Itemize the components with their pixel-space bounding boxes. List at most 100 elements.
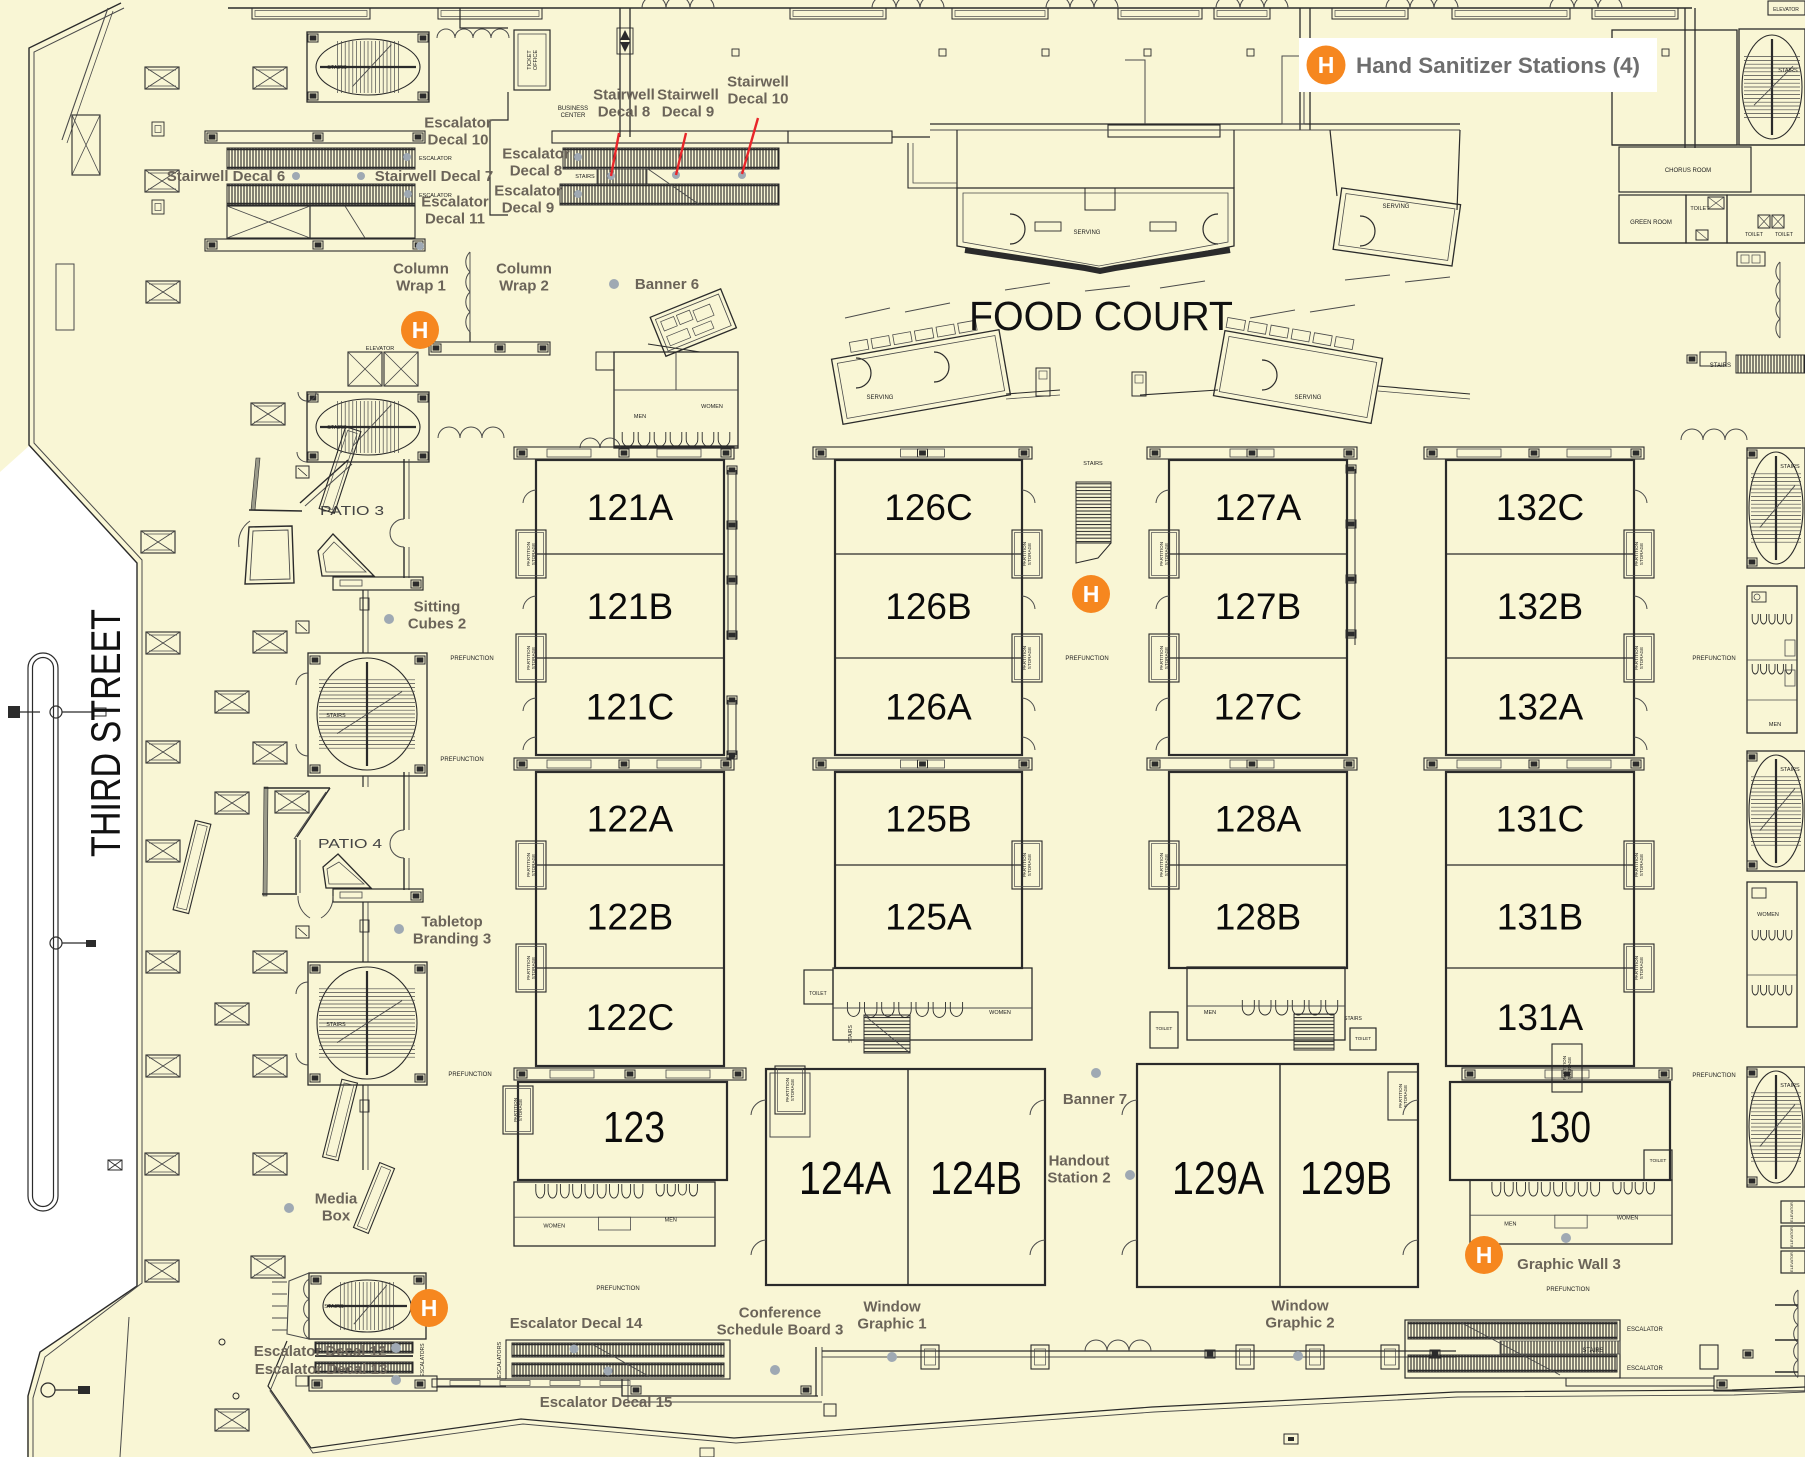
svg-text:ELEVATOR: ELEVATOR xyxy=(1790,1227,1794,1247)
svg-text:STAIRS: STAIRS xyxy=(1780,767,1800,773)
svg-text:WOMEN: WOMEN xyxy=(1757,912,1779,918)
svg-text:PARTITIONSTORAGE: PARTITIONSTORAGE xyxy=(1159,542,1169,566)
svg-text:STAIRS: STAIRS xyxy=(327,425,347,431)
svg-text:Decal 10: Decal 10 xyxy=(728,90,789,107)
svg-text:128B: 128B xyxy=(1215,897,1301,938)
svg-text:122B: 122B xyxy=(587,897,673,938)
svg-text:Stairwell: Stairwell xyxy=(593,86,655,103)
svg-text:PREFUNCTION: PREFUNCTION xyxy=(450,656,493,662)
svg-text:123: 123 xyxy=(603,1103,665,1152)
svg-text:PARTITIONSTORAGE: PARTITIONSTORAGE xyxy=(1022,853,1032,877)
svg-text:124B: 124B xyxy=(930,1152,1022,1204)
svg-text:WOMEN: WOMEN xyxy=(701,404,723,410)
svg-text:PATIO 3: PATIO 3 xyxy=(320,503,384,518)
svg-text:127B: 127B xyxy=(1215,586,1301,627)
svg-text:H: H xyxy=(1476,1242,1493,1268)
svg-text:Decal 11: Decal 11 xyxy=(425,210,485,227)
svg-text:Schedule Board 3: Schedule Board 3 xyxy=(717,1321,844,1338)
svg-text:TOILET: TOILET xyxy=(1650,1158,1667,1164)
svg-text:SERVING: SERVING xyxy=(1074,230,1101,236)
svg-text:128A: 128A xyxy=(1215,799,1302,840)
svg-text:STAIRS: STAIRS xyxy=(1344,1016,1362,1022)
svg-text:PARTITIONSTORAGE: PARTITIONSTORAGE xyxy=(1398,1084,1408,1108)
svg-text:132A: 132A xyxy=(1497,687,1584,728)
svg-text:PARTITIONSTORAGE: PARTITIONSTORAGE xyxy=(1634,646,1644,670)
svg-text:TOILET: TOILET xyxy=(1690,206,1710,212)
svg-text:Tabletop: Tabletop xyxy=(421,913,482,930)
svg-text:STAIRS: STAIRS xyxy=(1780,1083,1800,1089)
svg-text:Hand Sanitizer Stations (4): Hand Sanitizer Stations (4) xyxy=(1356,53,1640,78)
svg-text:STAIRS: STAIRS xyxy=(327,65,347,71)
svg-text:PARTITIONSTORAGE: PARTITIONSTORAGE xyxy=(1022,542,1032,566)
svg-text:PARTITIONSTORAGE: PARTITIONSTORAGE xyxy=(1159,646,1169,670)
svg-text:Media: Media xyxy=(315,1190,358,1207)
svg-text:125B: 125B xyxy=(885,799,971,840)
svg-text:PARTITIONSTORAGE: PARTITIONSTORAGE xyxy=(513,1098,523,1122)
svg-text:TOILET: TOILET xyxy=(1745,232,1764,238)
svg-text:130: 130 xyxy=(1529,1103,1591,1152)
svg-text:PARTITIONSTORAGE: PARTITIONSTORAGE xyxy=(1022,646,1032,670)
svg-text:THIRD STREET: THIRD STREET xyxy=(82,609,129,857)
svg-text:125A: 125A xyxy=(885,897,972,938)
svg-text:Decal 9: Decal 9 xyxy=(502,199,555,216)
svg-text:PARTITIONSTORAGE: PARTITIONSTORAGE xyxy=(785,1078,795,1102)
svg-text:Decal 9: Decal 9 xyxy=(662,103,715,120)
svg-text:H: H xyxy=(1318,52,1335,78)
svg-text:132C: 132C xyxy=(1496,487,1584,528)
svg-text:122C: 122C xyxy=(586,997,674,1038)
svg-text:131B: 131B xyxy=(1497,897,1583,938)
svg-text:CHORUS ROOM: CHORUS ROOM xyxy=(1665,168,1711,174)
svg-text:GREEN ROOM: GREEN ROOM xyxy=(1630,220,1672,226)
svg-text:ELEVATOR: ELEVATOR xyxy=(1790,1202,1794,1222)
svg-text:Column: Column xyxy=(496,260,552,277)
svg-text:PARTITIONSTORAGE: PARTITIONSTORAGE xyxy=(1634,542,1644,566)
svg-text:PREFUNCTION: PREFUNCTION xyxy=(1546,1287,1589,1293)
svg-text:SERVING: SERVING xyxy=(1295,395,1322,401)
svg-text:Stairwell Decal 6: Stairwell Decal 6 xyxy=(167,168,285,185)
svg-text:MEN: MEN xyxy=(1769,722,1781,728)
svg-text:ESCALATORS: ESCALATORS xyxy=(420,1343,426,1377)
svg-text:TOILET: TOILET xyxy=(809,991,826,997)
svg-text:MEN: MEN xyxy=(665,1218,677,1224)
svg-text:Window: Window xyxy=(1271,1297,1329,1314)
svg-text:PREFUNCTION: PREFUNCTION xyxy=(1692,1073,1735,1079)
svg-text:STAIRS: STAIRS xyxy=(1083,461,1103,467)
svg-text:H: H xyxy=(1083,581,1100,607)
svg-text:Stairwell Decal 7: Stairwell Decal 7 xyxy=(375,168,493,185)
svg-text:PARTITIONSTORAGE: PARTITIONSTORAGE xyxy=(526,542,536,566)
svg-text:122A: 122A xyxy=(587,799,674,840)
svg-text:Station 2: Station 2 xyxy=(1047,1169,1110,1186)
svg-text:PREFUNCTION: PREFUNCTION xyxy=(448,1072,491,1078)
svg-text:131A: 131A xyxy=(1497,997,1584,1038)
svg-text:STAIRS: STAIRS xyxy=(326,1022,346,1028)
svg-text:ELEVATOR: ELEVATOR xyxy=(1773,7,1799,13)
svg-text:STAIRS: STAIRS xyxy=(324,1304,344,1310)
svg-text:H: H xyxy=(421,1295,438,1321)
svg-text:121A: 121A xyxy=(587,487,674,528)
svg-text:TOILET: TOILET xyxy=(1355,1036,1371,1041)
svg-text:ESCALATORS: ESCALATORS xyxy=(497,1341,503,1378)
svg-text:Escalator Decal 13: Escalator Decal 13 xyxy=(255,1361,388,1378)
svg-text:Banner 7: Banner 7 xyxy=(1063,1091,1127,1108)
svg-text:STAIRS: STAIRS xyxy=(1778,68,1798,74)
svg-text:Escalator Decal 12: Escalator Decal 12 xyxy=(254,1343,387,1360)
svg-text:121C: 121C xyxy=(586,687,674,728)
svg-text:PARTITIONSTORAGE: PARTITIONSTORAGE xyxy=(1562,1056,1572,1080)
svg-text:Escalator Decal 15: Escalator Decal 15 xyxy=(540,1394,673,1411)
svg-text:Window: Window xyxy=(863,1298,921,1315)
svg-text:STAIRS: STAIRS xyxy=(1582,1348,1603,1354)
svg-text:124A: 124A xyxy=(799,1152,891,1204)
svg-text:129A: 129A xyxy=(1172,1152,1264,1204)
svg-text:ESCALATOR: ESCALATOR xyxy=(419,193,452,199)
svg-text:ELEVATOR: ELEVATOR xyxy=(366,346,394,352)
svg-text:MEN: MEN xyxy=(1204,1010,1216,1016)
svg-text:TOILET: TOILET xyxy=(1156,1026,1173,1032)
svg-text:Decal 8: Decal 8 xyxy=(510,162,563,179)
svg-text:Decal 10: Decal 10 xyxy=(428,131,489,148)
svg-text:PARTITIONSTORAGE: PARTITIONSTORAGE xyxy=(526,956,536,980)
svg-text:Wrap 2: Wrap 2 xyxy=(499,277,549,294)
svg-text:OFFICE: OFFICE xyxy=(533,50,539,70)
svg-text:STAIRS: STAIRS xyxy=(326,713,346,719)
svg-text:126C: 126C xyxy=(884,487,972,528)
svg-text:131C: 131C xyxy=(1496,799,1584,840)
